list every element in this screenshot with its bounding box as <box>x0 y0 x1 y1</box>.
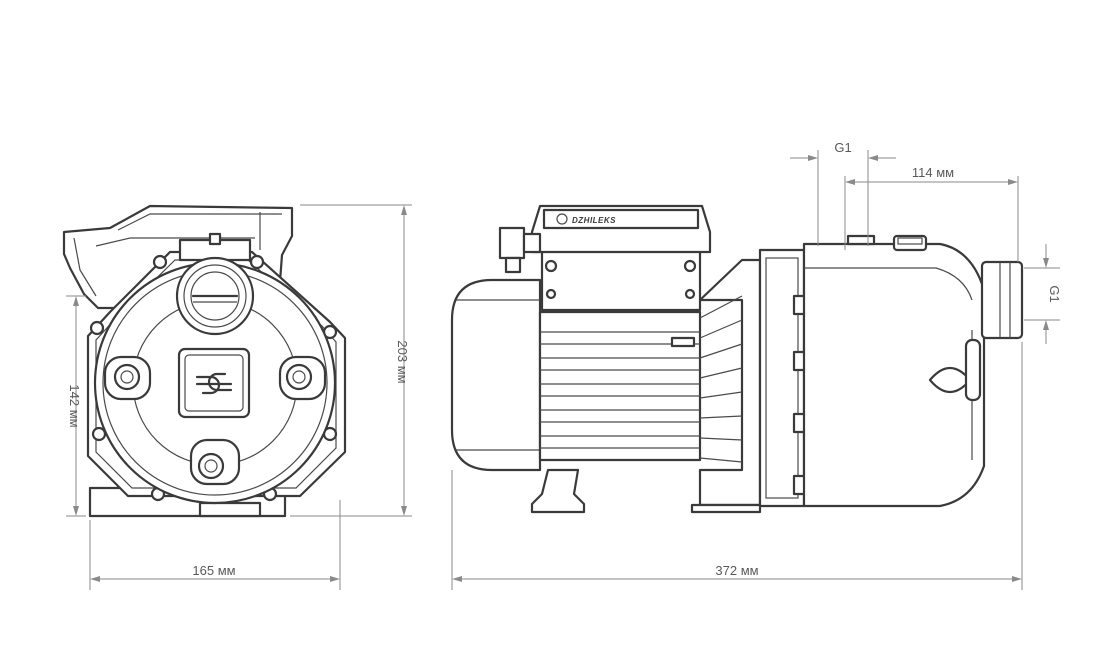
dim-front-height: 142 мм <box>67 384 82 427</box>
dim-total-length: 372 мм <box>715 563 758 578</box>
dim-suction-thread: G1 <box>1047 285 1062 302</box>
dimension-lines <box>66 150 1060 590</box>
dim-discharge-thread: G1 <box>834 140 851 155</box>
dim-total-height: 203 мм <box>395 340 410 383</box>
dim-suction-offset: 114 мм <box>912 165 954 180</box>
brand-plate-text: DZHILEKS <box>572 216 616 225</box>
front-view <box>62 204 347 518</box>
side-view: DZHILEKS <box>450 204 1024 514</box>
dim-front-width: 165 мм <box>192 563 235 578</box>
